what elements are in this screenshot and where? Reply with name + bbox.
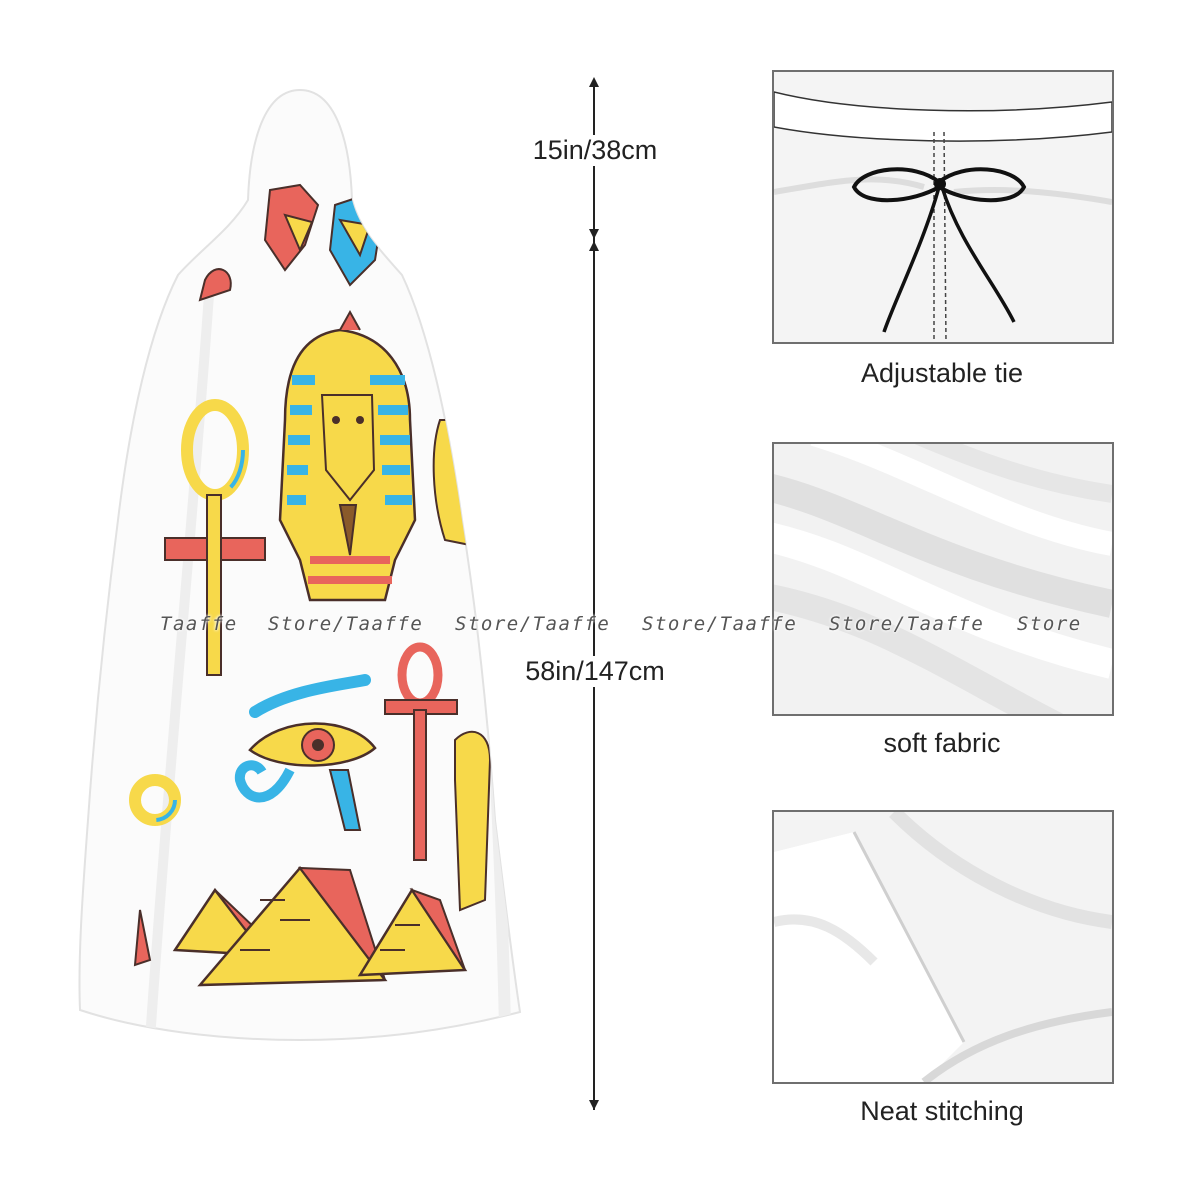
pharaoh-mask-motif	[278, 309, 417, 602]
watermark-segment: Store/Taaffe	[455, 613, 611, 635]
watermark-segment: Store/Taaffe	[829, 613, 985, 635]
watermark-segment: Store/Taaffe	[268, 613, 424, 635]
eye-of-horus-motif	[234, 674, 377, 831]
ankh-right-motif	[384, 642, 458, 861]
caption-neat-stitching: Neat stitching	[860, 1096, 1024, 1126]
detail-image-fabric	[772, 442, 1114, 716]
cloak-length-label: 58in/147cm	[495, 656, 695, 687]
ankh-left-motif	[164, 268, 266, 676]
watermark-segment: Store	[1017, 613, 1082, 635]
cloak-product-image	[78, 88, 522, 1042]
measurement-arrows	[589, 77, 599, 1110]
hood-length-label: 15in/38cm	[495, 135, 695, 166]
detail-image-stitching	[772, 810, 1114, 1084]
caption-adjustable-tie: Adjustable tie	[860, 358, 1024, 388]
watermark-segment: Taaffe	[160, 613, 238, 635]
watermark-segment: Store/Taaffe	[642, 613, 798, 635]
detail-image-tie	[772, 70, 1114, 344]
caption-soft-fabric: soft fabric	[883, 728, 1001, 758]
pyramids-motif	[172, 866, 468, 987]
